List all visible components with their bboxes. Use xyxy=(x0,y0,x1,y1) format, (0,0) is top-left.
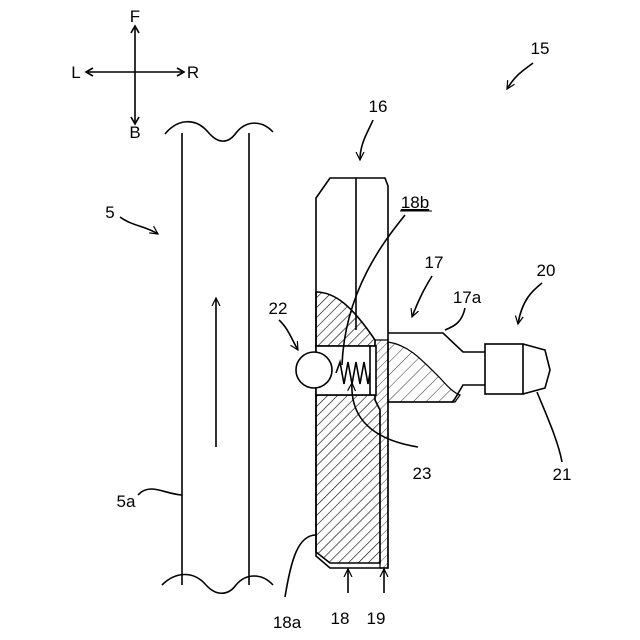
compass-label-back: B xyxy=(129,123,140,142)
label-18: 18 xyxy=(331,609,350,628)
label-5: 5 xyxy=(105,203,114,222)
label-17a: 17a xyxy=(453,288,482,307)
ball-22 xyxy=(296,352,332,388)
rail-bottom-break-line xyxy=(162,575,273,594)
compass-label-left: L xyxy=(71,63,80,82)
label-23: 23 xyxy=(413,464,432,483)
leader-18a xyxy=(285,535,316,597)
label-17: 17 xyxy=(425,253,444,272)
part-17-hatch xyxy=(388,342,460,402)
rail-5 xyxy=(162,122,273,594)
leader-22 xyxy=(279,320,298,350)
label-22: 22 xyxy=(269,299,288,318)
label-18b: 18b xyxy=(401,193,429,212)
leader-17 xyxy=(412,276,432,317)
leader-21 xyxy=(537,392,562,462)
member-16 xyxy=(296,178,388,568)
label-16: 16 xyxy=(369,97,388,116)
connector-body xyxy=(485,344,523,394)
leader-5 xyxy=(120,217,158,234)
leader-17a xyxy=(445,308,465,330)
leader-5a xyxy=(138,489,182,495)
part-17 xyxy=(388,333,487,402)
compass-label-right: R xyxy=(187,63,199,82)
leader-15 xyxy=(507,63,533,89)
label-15: 15 xyxy=(531,39,550,58)
label-19: 19 xyxy=(367,609,386,628)
label-18a: 18a xyxy=(273,613,302,632)
connector-20 xyxy=(485,344,550,394)
body-18-lower-hatch xyxy=(316,395,380,563)
leader-16 xyxy=(360,120,373,160)
connector-tip xyxy=(523,344,550,394)
label-5a: 5a xyxy=(117,492,136,511)
compass: F B L R xyxy=(71,7,199,142)
compass-label-front: F xyxy=(130,7,140,26)
label-21: 21 xyxy=(553,465,572,484)
label-20: 20 xyxy=(537,261,556,280)
leader-20 xyxy=(518,283,542,324)
